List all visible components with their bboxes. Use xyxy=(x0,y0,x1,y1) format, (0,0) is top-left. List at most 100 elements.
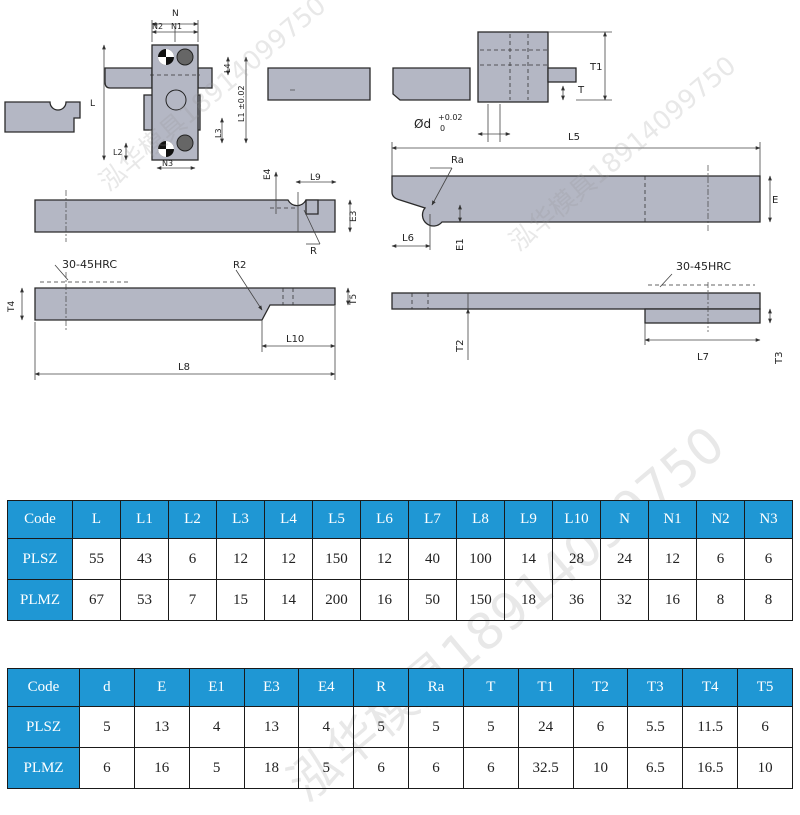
label-R2: R2 xyxy=(233,260,246,271)
table-header-cell: T2 xyxy=(572,668,629,707)
table-cell: 55 xyxy=(72,538,121,580)
table-cell-code: PLMZ xyxy=(7,747,80,789)
table-header-cell: E4 xyxy=(298,668,355,707)
table-header-cell: L6 xyxy=(360,500,409,539)
table-header-cell: Code xyxy=(7,668,80,707)
table-cell: 16 xyxy=(648,579,697,621)
table-cell: 5 xyxy=(462,706,519,748)
table-row: PLMZ 67 53 7 15 14 200 16 50 150 18 36 3… xyxy=(7,579,793,621)
table-cell: 150 xyxy=(456,579,505,621)
table-header-cell: N3 xyxy=(744,500,793,539)
table-cell: 36 xyxy=(552,579,601,621)
table-cell: 67 xyxy=(72,579,121,621)
table-cell: 4 xyxy=(188,706,245,748)
table-cell-code: PLSZ xyxy=(7,538,73,580)
table-cell: 10 xyxy=(737,747,793,789)
label-T5: T5 xyxy=(349,294,359,306)
table-header-cell: L3 xyxy=(216,500,265,539)
label-Ra: Ra xyxy=(451,155,464,166)
table-cell: 15 xyxy=(216,579,265,621)
label-L1: L1 ±0.02 xyxy=(237,85,246,122)
dimension-table-1: Code L L1 L2 L3 L4 L5 L6 L7 L8 L9 L10 N … xyxy=(7,500,793,621)
table-header-cell: Ra xyxy=(408,668,464,707)
right-bar-plan-view: L5 Ra E E1 L6 xyxy=(391,132,778,251)
dimension-table-2: Code d E E1 E3 E4 R Ra T T1 T2 T3 T4 T5 … xyxy=(7,668,793,789)
left-bar-side-view: 30-45HRC R2 T4 T5 L10 L8 xyxy=(7,258,359,380)
label-hrc-left: 30-45HRC xyxy=(62,258,117,271)
label-N: N xyxy=(172,9,179,19)
table-cell: 5 xyxy=(353,706,410,748)
table-header-cell: N xyxy=(600,500,649,539)
label-N1: N1 xyxy=(171,22,182,31)
table-header-cell: T1 xyxy=(517,668,574,707)
table-cell: 14 xyxy=(264,579,313,621)
right-bar-side-view: 30-45HRC T2 L7 T3 xyxy=(391,260,785,365)
table-cell: 53 xyxy=(120,579,169,621)
table-cell: 28 xyxy=(552,538,601,580)
table-cell: 24 xyxy=(600,538,649,580)
label-E: E xyxy=(772,195,778,206)
table-header-cell: L1 xyxy=(120,500,169,539)
table-cell: 40 xyxy=(408,538,457,580)
table-header-cell: L7 xyxy=(408,500,457,539)
label-d-tol-lower: 0 xyxy=(440,124,445,133)
table-row: PLSZ 55 43 6 12 12 150 12 40 100 14 28 2… xyxy=(7,538,793,580)
table-header-cell: Code xyxy=(7,500,73,539)
table-header-cell: L4 xyxy=(264,500,313,539)
table-header-cell: E3 xyxy=(243,668,300,707)
table-cell: 6 xyxy=(79,747,135,789)
table-row: PLSZ 5 13 4 13 4 5 5 5 24 6 5.5 11.5 6 xyxy=(7,706,793,748)
assembly-view: N N2 N1 L L2 N3 L4 L1 ±0.02 L3 xyxy=(90,9,248,170)
label-T4: T4 xyxy=(7,301,17,313)
table-cell: 24 xyxy=(517,706,574,748)
table-header-cell: N2 xyxy=(696,500,745,539)
table-cell: 14 xyxy=(504,538,553,580)
table-cell: 10 xyxy=(572,747,629,789)
table-cell: 5.5 xyxy=(627,706,684,748)
table-cell: 5 xyxy=(79,706,135,748)
table-header-cell: T3 xyxy=(627,668,684,707)
table-header-cell: E1 xyxy=(188,668,245,707)
table-header-row: Code d E E1 E3 E4 R Ra T T1 T2 T3 T4 T5 xyxy=(7,668,793,707)
table-cell: 43 xyxy=(120,538,169,580)
table-cell: 100 xyxy=(456,538,505,580)
table-cell: 12 xyxy=(216,538,265,580)
table-header-cell: E xyxy=(133,668,190,707)
table-cell: 12 xyxy=(648,538,697,580)
table-header-cell: T xyxy=(462,668,519,707)
label-d: Ød xyxy=(414,117,431,131)
table-cell: 13 xyxy=(243,706,300,748)
table-cell: 16 xyxy=(360,579,409,621)
table-header-cell: L5 xyxy=(312,500,361,539)
table-cell: 16.5 xyxy=(682,747,739,789)
table-cell: 6.5 xyxy=(627,747,684,789)
table-cell: 200 xyxy=(312,579,361,621)
table-header-cell: T5 xyxy=(737,668,793,707)
table-cell: 4 xyxy=(298,706,355,748)
label-L5: L5 xyxy=(568,132,580,143)
label-E1: E1 xyxy=(455,238,466,251)
table-cell: 6 xyxy=(462,747,519,789)
technical-drawing: N N2 N1 L L2 N3 L4 L1 ±0.02 L3 T1 xyxy=(4,9,785,380)
table-header-cell: d xyxy=(79,668,135,707)
label-L2: L2 xyxy=(113,148,123,157)
left-bar-plan-view: E4 L9 E3 R xyxy=(34,168,359,257)
label-E3: E3 xyxy=(349,211,359,222)
table-cell-code: PLSZ xyxy=(7,706,80,748)
table-cell: 13 xyxy=(133,706,190,748)
label-T1: T1 xyxy=(589,62,602,73)
label-N3: N3 xyxy=(162,159,173,168)
table-header-cell: L2 xyxy=(168,500,217,539)
end-view-right xyxy=(267,67,371,101)
table-cell: 12 xyxy=(360,538,409,580)
table-cell: 150 xyxy=(312,538,361,580)
label-L10: L10 xyxy=(286,334,304,345)
label-L4: L4 xyxy=(223,63,232,73)
table-header-row: Code L L1 L2 L3 L4 L5 L6 L7 L8 L9 L10 N … xyxy=(7,500,793,539)
label-T2: T2 xyxy=(455,340,466,353)
table-cell: 32.5 xyxy=(517,747,574,789)
table-cell: 6 xyxy=(408,747,464,789)
table-header-cell: N1 xyxy=(648,500,697,539)
block-section-view: T1 T Ød +0.02 0 xyxy=(392,31,612,142)
table-cell: 18 xyxy=(504,579,553,621)
